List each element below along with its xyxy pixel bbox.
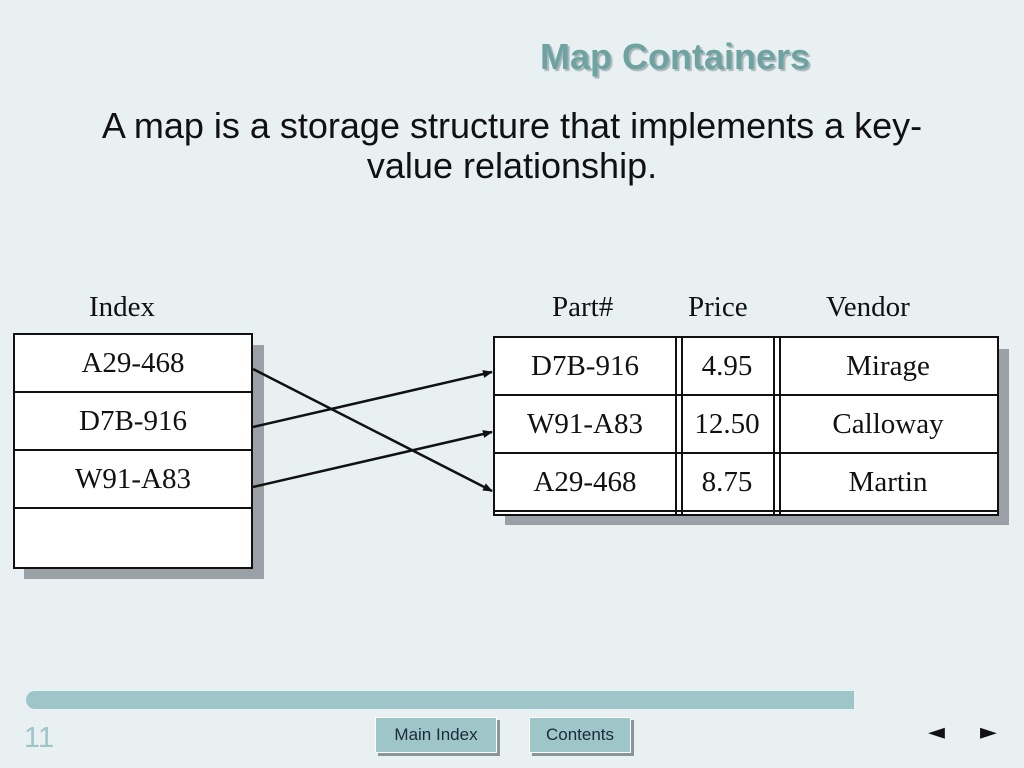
record-part: W91-A83 [527, 407, 643, 440]
vendor-header: Vendor [826, 291, 910, 323]
record-price: 8.75 [701, 465, 753, 498]
record-row-1: W91-A83 12.50 Calloway [495, 396, 997, 454]
index-box: A29-468 D7B-916 W91-A83 [13, 333, 253, 569]
page-number: 11 [24, 722, 55, 754]
price-header: Price [688, 291, 748, 323]
subtitle-line-2: value relationship. [366, 145, 658, 186]
link-arrow-0 [252, 367, 493, 493]
subtitle-line-1: A map is a storage structure that implem… [101, 105, 923, 146]
record-table: D7B-916 4.95 Mirage W91-A83 12.50 Callow… [493, 336, 999, 516]
triangle-right-icon[interactable]: ► [980, 720, 997, 745]
record-vendor: Martin [848, 465, 928, 498]
link-arrow-1 [252, 370, 493, 429]
column-divider [773, 338, 775, 514]
record-row-0: D7B-916 4.95 Mirage [495, 338, 997, 396]
record-vendor: Calloway [832, 407, 944, 440]
part-header: Part# [552, 291, 614, 323]
column-divider [675, 338, 677, 514]
index-cell-0: A29-468 [15, 335, 251, 393]
index-cell-1: D7B-916 [15, 393, 251, 451]
main-index-button[interactable]: Main Index [375, 717, 497, 753]
slide-title: Map Containers [540, 36, 811, 77]
contents-button[interactable]: Contents [529, 717, 631, 753]
index-cell-2: W91-A83 [15, 451, 251, 509]
triangle-left-icon[interactable]: ◄ [928, 720, 945, 745]
index-header: Index [89, 291, 156, 323]
record-part: A29-468 [533, 465, 637, 498]
record-vendor: Mirage [846, 349, 930, 382]
column-divider [779, 338, 781, 514]
record-price: 12.50 [694, 407, 760, 440]
record-row-2: A29-468 8.75 Martin [495, 454, 997, 512]
record-price: 4.95 [701, 349, 753, 382]
slide-subtitle: A map is a storage structure that implem… [30, 106, 994, 186]
record-part: D7B-916 [531, 349, 639, 382]
link-arrow-2 [252, 430, 493, 489]
footer-bar [26, 691, 854, 709]
column-divider [681, 338, 683, 514]
